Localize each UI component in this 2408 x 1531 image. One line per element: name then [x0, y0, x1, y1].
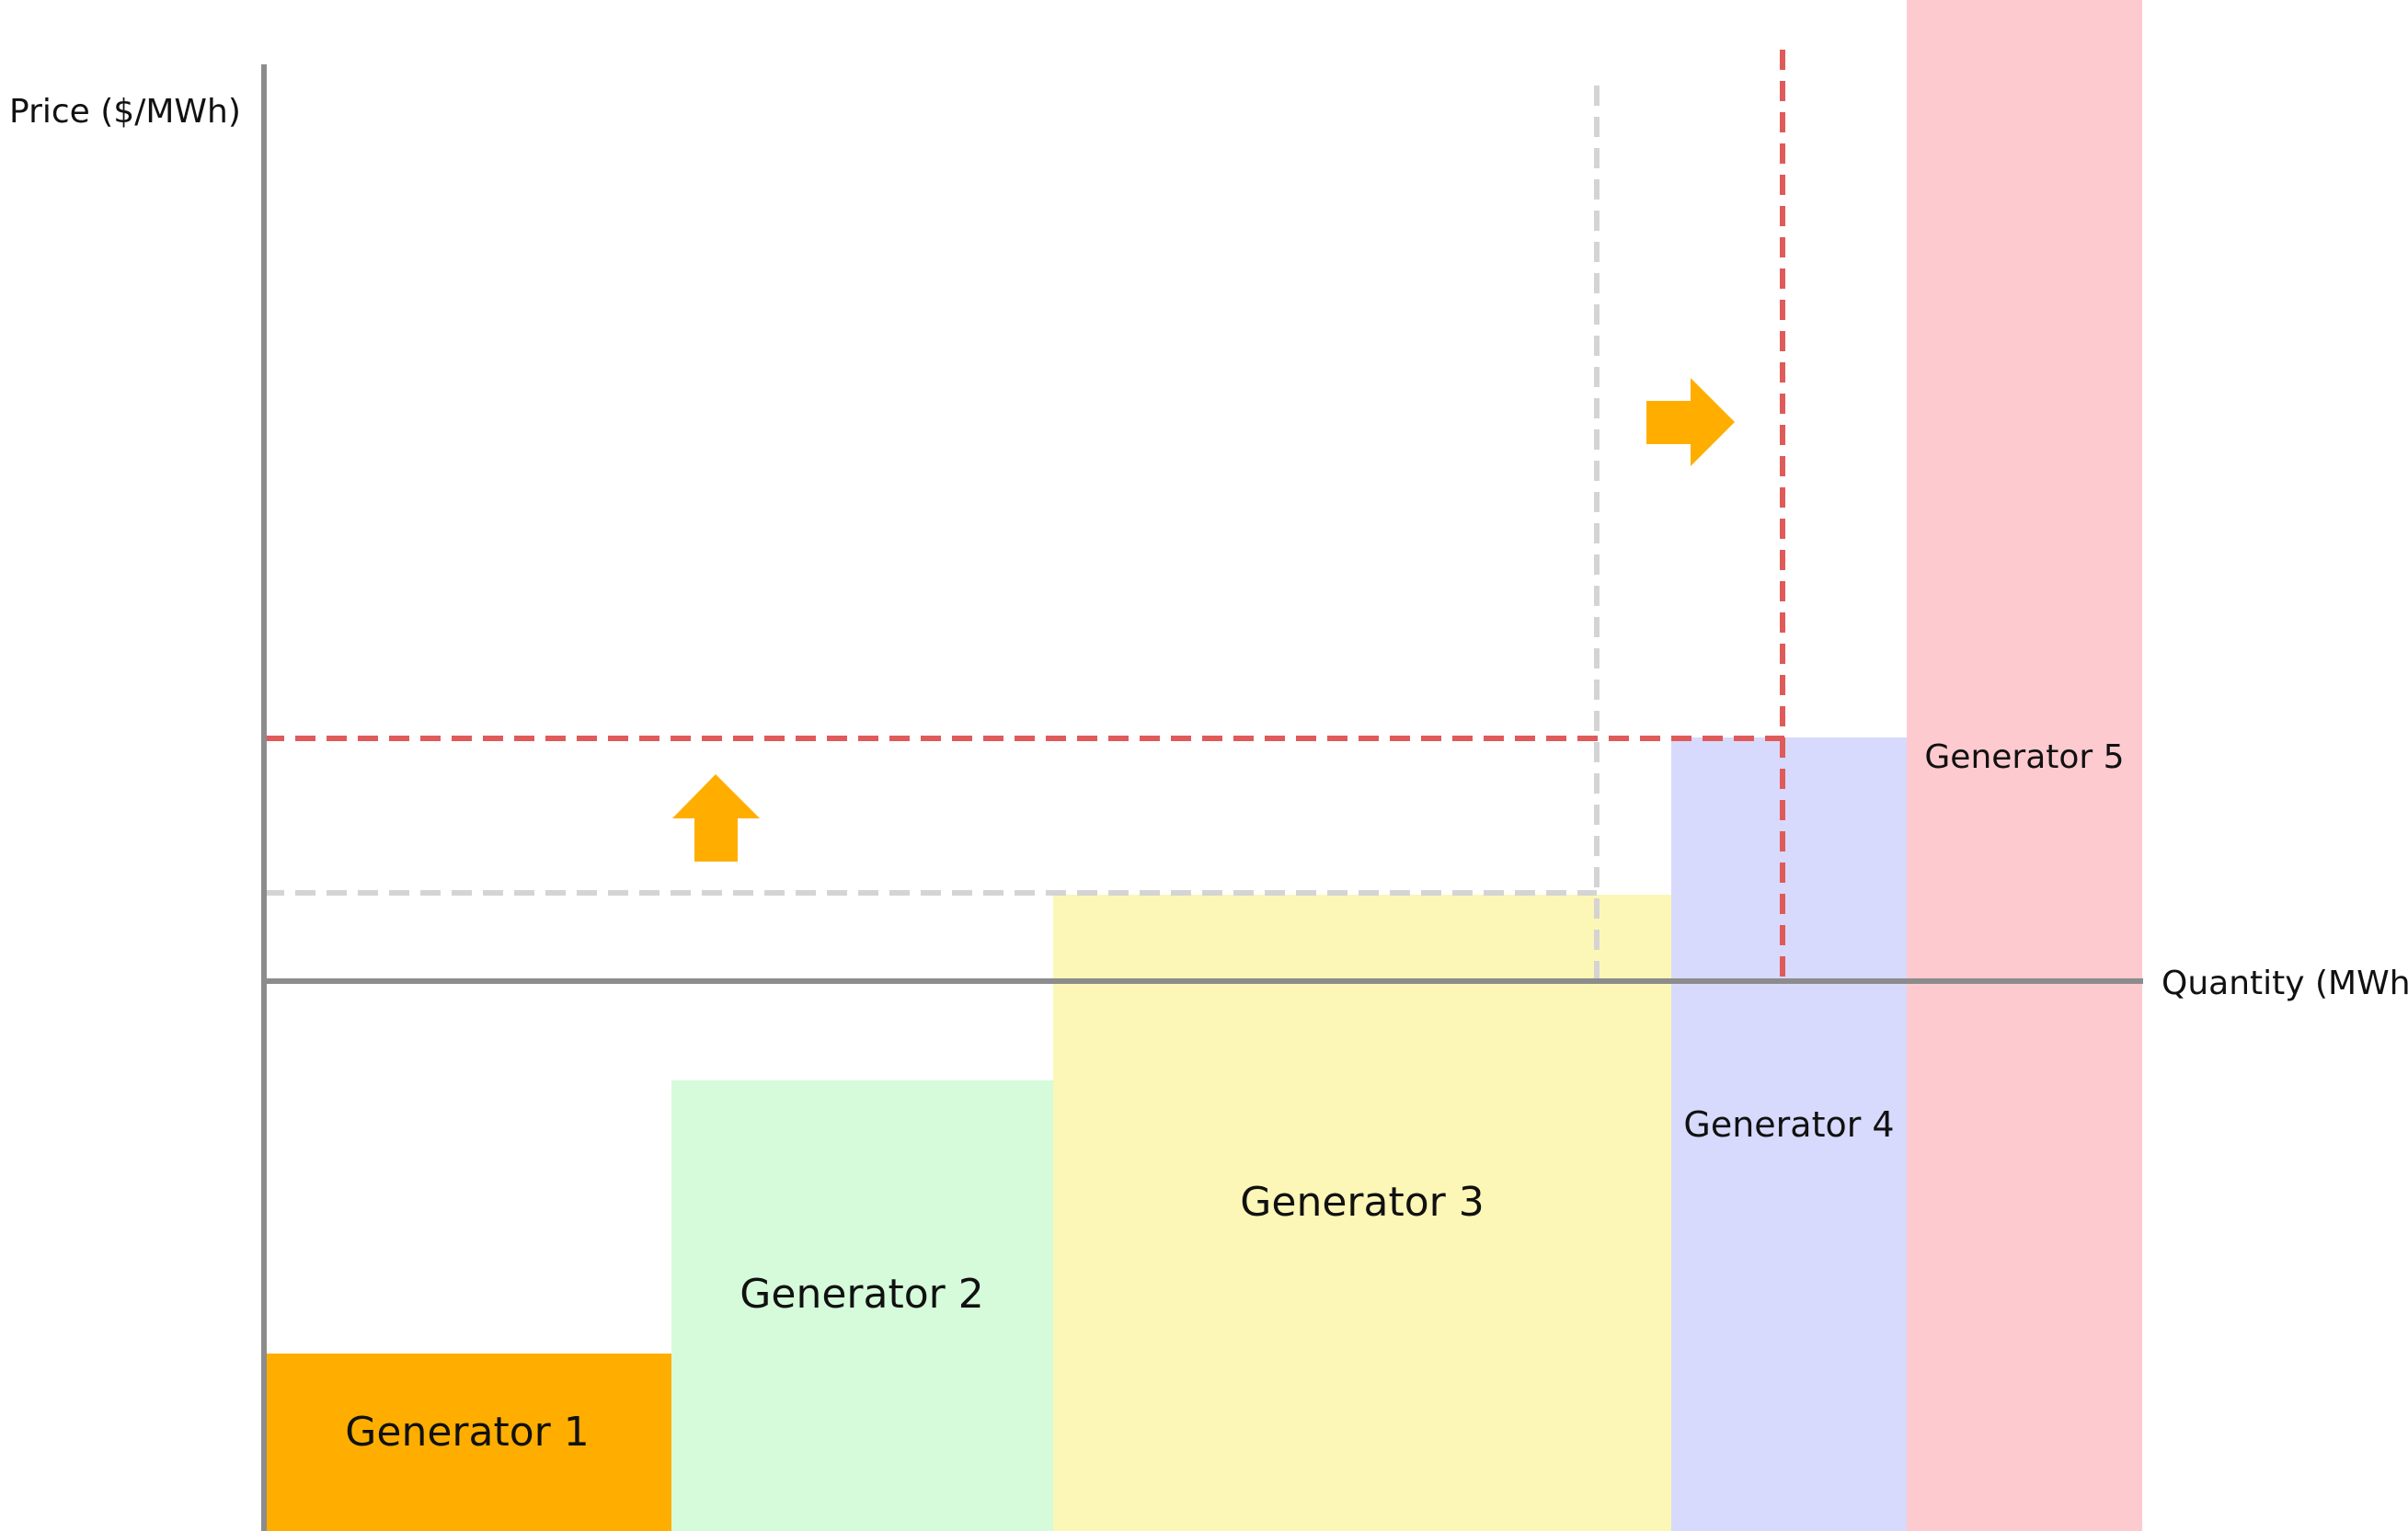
- generator-3-block: [1053, 895, 1671, 1531]
- y-axis-label: Price ($/MWh): [9, 93, 241, 131]
- generator-4-label: Generator 4: [1683, 1104, 1894, 1145]
- quantity-increase-arrow: [1646, 378, 1735, 466]
- generator-2-block: [671, 1080, 1053, 1531]
- generator-5-block: [1907, 0, 2142, 1531]
- generator-1-block: [264, 1354, 671, 1531]
- generator-1-label: Generator 1: [345, 1409, 589, 1456]
- x-axis-label: Quantity (MWh): [2161, 965, 2408, 1002]
- generator-2-label: Generator 2: [740, 1271, 983, 1318]
- generator-3-label: Generator 3: [1240, 1179, 1484, 1226]
- generator-5-label: Generator 5: [1924, 738, 2124, 776]
- price-increase-arrow: [672, 774, 760, 862]
- generator-4-block: [1671, 737, 1907, 1531]
